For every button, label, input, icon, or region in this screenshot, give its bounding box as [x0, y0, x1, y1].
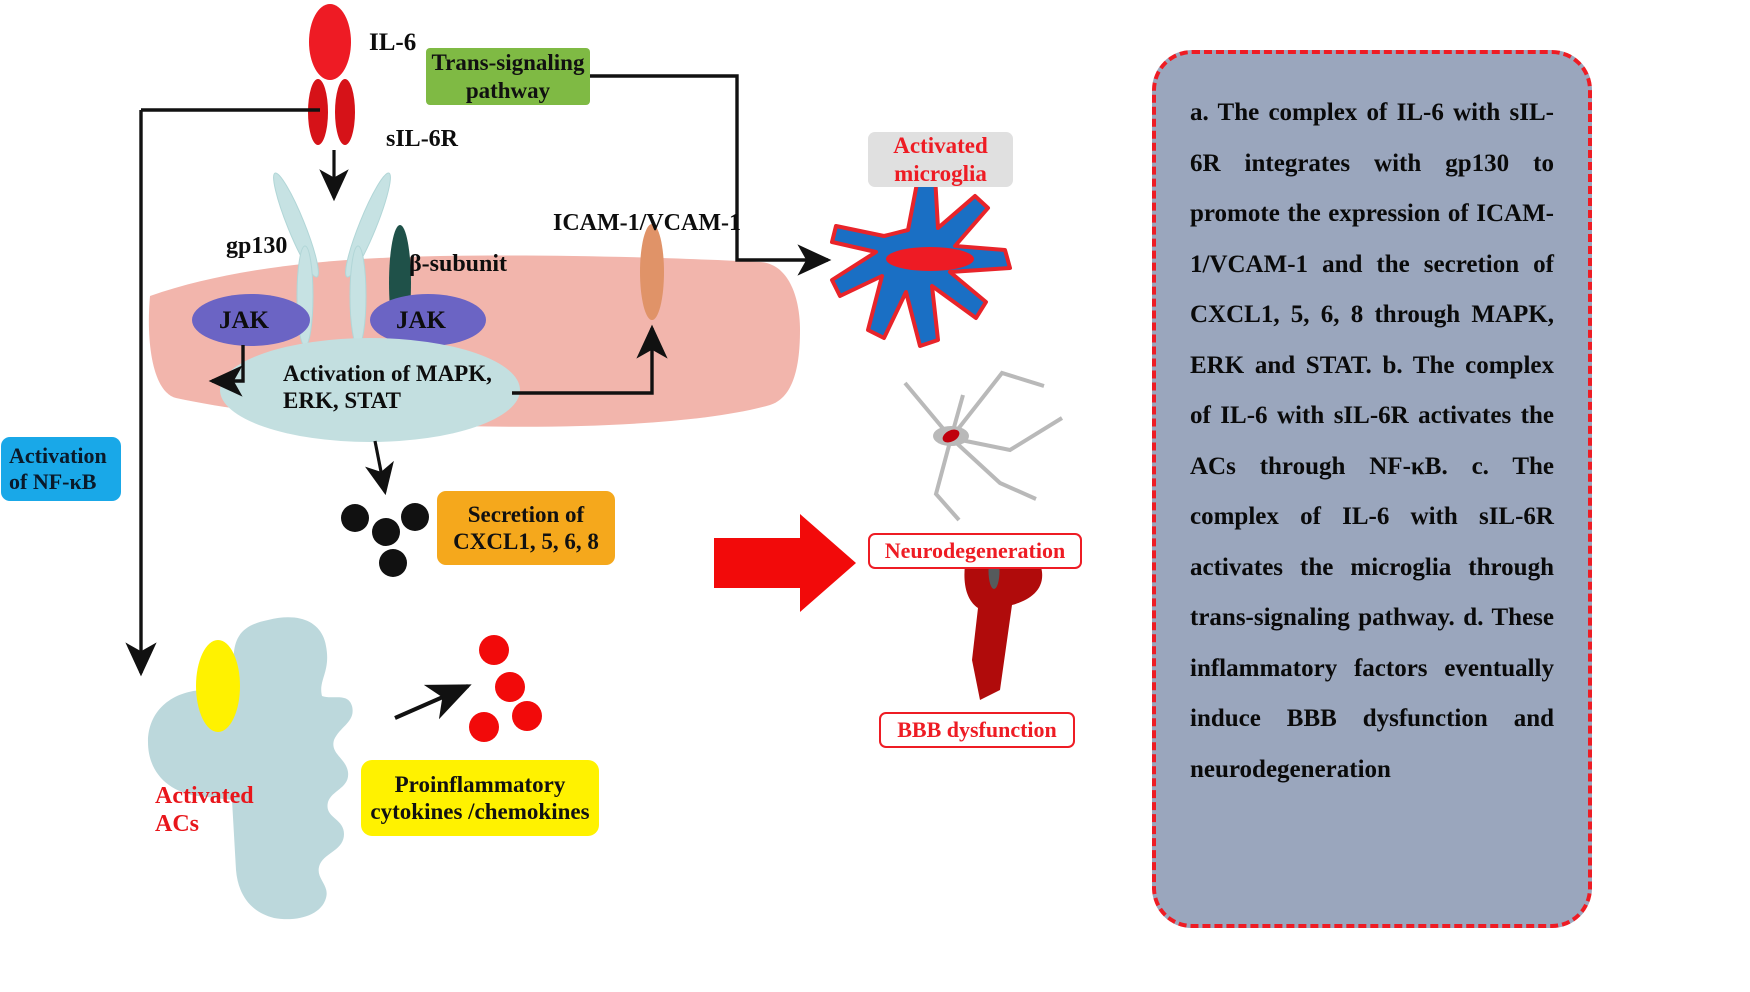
figure-caption-panel: a. The complex of IL-6 with sIL-6R integ…: [1152, 50, 1592, 928]
label-beta-subunit: β-subunit: [409, 251, 508, 277]
cytokine-particles-icon: [469, 635, 542, 742]
chip-proinflammatory-cytokines[interactable]: Proinflammatory cytokines /chemokines: [361, 760, 599, 836]
label-mapk-activation: Activation of MAPK, ERK, STAT: [283, 361, 492, 414]
il6-ligand-icon: [309, 4, 351, 80]
label-activated-acs: Activated ACs: [155, 783, 254, 838]
label-jak-left: JAK: [219, 307, 269, 334]
chip-neurodegeneration[interactable]: Neurodegeneration: [868, 533, 1082, 569]
label-il6: IL-6: [369, 29, 417, 56]
trans-signaling-to-microglia-arrow: [590, 74, 832, 276]
jak-right-icon: [370, 294, 486, 346]
label-sil6r: sIL-6R: [386, 126, 459, 152]
label-jak-right: JAK: [396, 307, 446, 334]
mapk-to-icam-arrow: [512, 324, 668, 395]
sil6r-icon: [308, 79, 355, 145]
activated-astrocyte-icon: [148, 617, 353, 920]
icam-vcam-icon: [640, 224, 664, 320]
cxcl-particles-icon: [341, 503, 429, 577]
chip-activated-microglia[interactable]: Activated microglia: [868, 132, 1013, 187]
chip-activation-nfkb[interactable]: Activation of NF-κB: [1, 437, 121, 501]
neuron-body: [933, 426, 969, 446]
chip-secretion-cxcl[interactable]: Secretion of CXCL1, 5, 6, 8: [437, 491, 615, 565]
label-gp130: gp130: [226, 233, 288, 259]
figure-caption-text: a. The complex of IL-6 with sIL-6R integ…: [1190, 99, 1554, 783]
neuron-icon: [903, 370, 1064, 522]
astrocyte-to-cytokines-arrow: [394, 684, 472, 720]
label-icam-vcam: ICAM-1/VCAM-1: [553, 210, 741, 236]
mapk-ellipse-icon: [220, 338, 520, 442]
jak-left-icon: [192, 294, 310, 346]
outcome-red-arrow-icon: [714, 514, 856, 612]
chip-trans-signaling-pathway[interactable]: Trans-signaling pathway: [426, 48, 590, 105]
mapk-to-cxcl-arrow: [365, 440, 394, 496]
chip-bbb-dysfunction[interactable]: BBB dysfunction: [879, 712, 1075, 748]
jak-to-mapk-arrow: [208, 345, 245, 397]
activated-microglia-icon: [830, 174, 1012, 348]
